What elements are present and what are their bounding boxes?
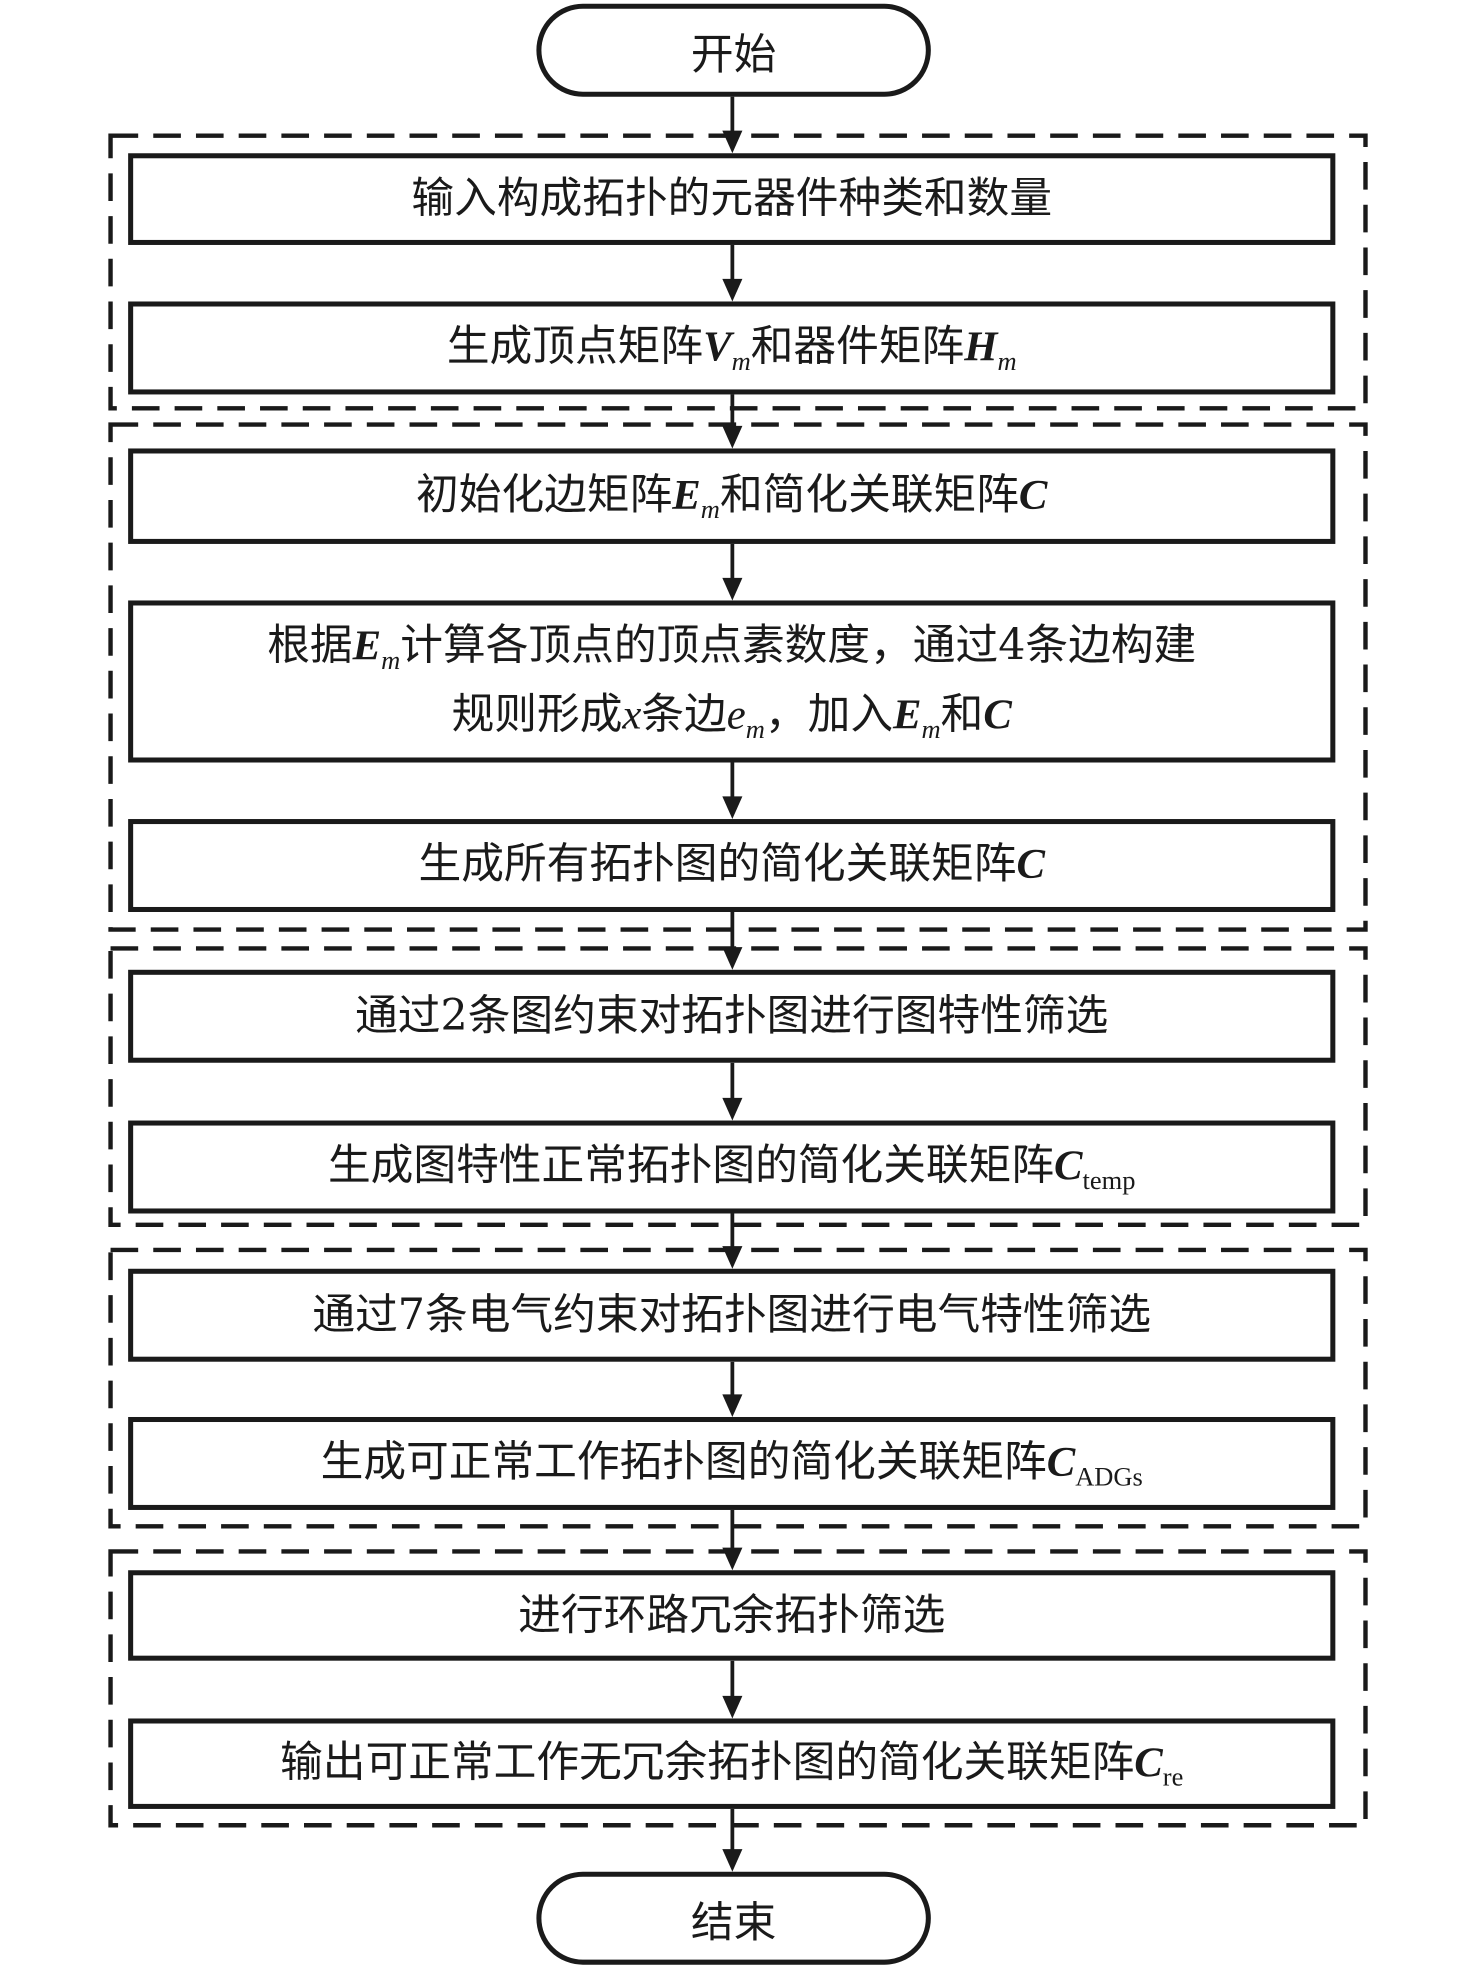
end-label: 结束 [690, 1897, 777, 1948]
process-text: 生成图特性正常拓扑图的简化关联矩阵Ctemp [328, 1133, 1136, 1201]
text-segment: 输入构成拓扑的元器件种类和数量 [411, 173, 1053, 224]
text-segment: ，加入 [764, 689, 894, 740]
arrowhead-icon [722, 947, 743, 970]
process-box-5: 生成所有拓扑图的简化关联矩阵C [128, 819, 1336, 913]
math-symbol: x [622, 691, 642, 739]
math-symbol: H [964, 324, 998, 371]
text-segment: 计算各顶点的顶点素数度，通过4条边构建 [400, 621, 1197, 672]
arrowhead-icon [722, 1849, 743, 1872]
dashed-group-3 [108, 946, 1368, 1227]
arrowhead-icon [722, 1246, 743, 1269]
text-segment: 和 [940, 689, 984, 740]
process-box-11: 输出可正常工作无冗余拓扑图的简化关联矩阵Cre [128, 1718, 1336, 1809]
math-symbol: temp [1082, 1164, 1136, 1196]
math-symbol: m [700, 494, 720, 525]
arrowhead-icon [722, 796, 743, 820]
math-symbol: C [1046, 1439, 1076, 1487]
start-label: 开始 [690, 29, 777, 80]
process-text: 输入构成拓扑的元器件种类和数量 [411, 166, 1052, 232]
process-box-9: 生成可正常工作拓扑图的简化关联矩阵CADGs [128, 1416, 1336, 1510]
math-symbol: re [1162, 1761, 1184, 1792]
process-box-2: 生成顶点矩阵Vm和器件矩阵Hm [128, 301, 1336, 395]
dashed-group-1 [108, 133, 1368, 411]
process-text: 生成所有拓扑图的简化关联矩阵C [419, 832, 1045, 899]
process-text: 根据Em计算各顶点的顶点素数度，通过4条边构建规则形成x条边em，加入Em和C [267, 614, 1196, 750]
text-segment: 生成所有拓扑图的简化关联矩阵 [418, 839, 1017, 890]
text-segment: 和器件矩阵 [750, 321, 965, 372]
process-box-7: 生成图特性正常拓扑图的简化关联矩阵Ctemp [128, 1120, 1336, 1214]
text-segment: 和简化关联矩阵 [719, 469, 1019, 521]
arrowhead-icon [722, 1097, 743, 1121]
math-symbol: E [672, 472, 701, 519]
process-text: 生成顶点矩阵Vm和器件矩阵Hm [447, 314, 1017, 382]
start-terminal: 开始 [536, 3, 931, 97]
process-text: 进行环路冗余拓扑筛选 [518, 1582, 945, 1648]
math-symbol: C [1134, 1739, 1163, 1787]
process-text: 初始化边矩阵Em和简化关联矩阵C [416, 462, 1047, 530]
math-symbol: V [703, 324, 732, 371]
arrowhead-icon [722, 1547, 743, 1571]
math-symbol: m [381, 645, 401, 676]
math-symbol: E [352, 623, 382, 671]
math-symbol: m [921, 713, 941, 744]
process-text: 通过7条电气约束对拓扑图进行电气特性筛选 [312, 1282, 1151, 1348]
arrowhead-icon [722, 278, 743, 302]
process-box-6: 通过2条图约束对拓扑图进行图特性筛选 [128, 969, 1336, 1063]
math-symbol: C [1016, 841, 1045, 889]
math-symbol: ADGs [1075, 1461, 1143, 1492]
arrowhead-icon [722, 1394, 743, 1417]
math-symbol: m [745, 713, 765, 744]
process-box-10: 进行环路冗余拓扑筛选 [128, 1570, 1336, 1661]
text-segment: 进行环路冗余拓扑筛选 [518, 1589, 946, 1641]
text-segment: 生成图特性正常拓扑图的简化关联矩阵 [327, 1140, 1055, 1191]
text-segment: 条边 [641, 689, 727, 740]
arrowhead-icon [722, 577, 743, 601]
math-symbol: e [726, 691, 746, 739]
text-segment: 输出可正常工作无冗余拓扑图的简化关联矩阵 [280, 1737, 1135, 1788]
dashed-group-4 [108, 1247, 1368, 1529]
arrowhead-icon [722, 130, 743, 154]
end-terminal: 结束 [536, 1871, 931, 1965]
text-segment: 通过7条电气约束对拓扑图进行电气特性筛选 [312, 1289, 1152, 1340]
dashed-group-5 [108, 1549, 1368, 1828]
text-segment: 初始化边矩阵 [416, 469, 673, 521]
text-segment: 生成可正常工作拓扑图的简化关联矩阵 [320, 1437, 1047, 1488]
math-symbol: C [983, 691, 1012, 739]
math-symbol: C [1018, 472, 1048, 519]
arrowhead-icon [722, 425, 743, 449]
process-box-3: 初始化边矩阵Em和简化关联矩阵C [128, 448, 1336, 544]
text-segment: 规则形成 [451, 689, 623, 740]
math-symbol: m [997, 345, 1017, 377]
text-segment: 通过2条图约束对拓扑图进行图特性筛选 [355, 990, 1109, 1041]
math-symbol: E [893, 691, 922, 739]
process-box-4: 根据Em计算各顶点的顶点素数度，通过4条边构建规则形成x条边em，加入Em和C [128, 600, 1336, 763]
process-box-8: 通过7条电气约束对拓扑图进行电气特性筛选 [128, 1268, 1336, 1362]
text-segment: 根据 [267, 621, 353, 672]
process-text: 输出可正常工作无冗余拓扑图的简化关联矩阵Cre [280, 1730, 1183, 1798]
math-symbol: m [731, 345, 751, 377]
dashed-group-2 [108, 422, 1368, 932]
arrowhead-icon [722, 1695, 743, 1719]
text-segment: 生成顶点矩阵 [446, 321, 704, 372]
process-text: 生成可正常工作拓扑图的简化关联矩阵CADGs [321, 1430, 1143, 1498]
math-symbol: C [1054, 1143, 1083, 1190]
process-box-1: 输入构成拓扑的元器件种类和数量 [128, 153, 1336, 245]
process-text: 通过2条图约束对拓扑图进行图特性筛选 [355, 983, 1108, 1049]
